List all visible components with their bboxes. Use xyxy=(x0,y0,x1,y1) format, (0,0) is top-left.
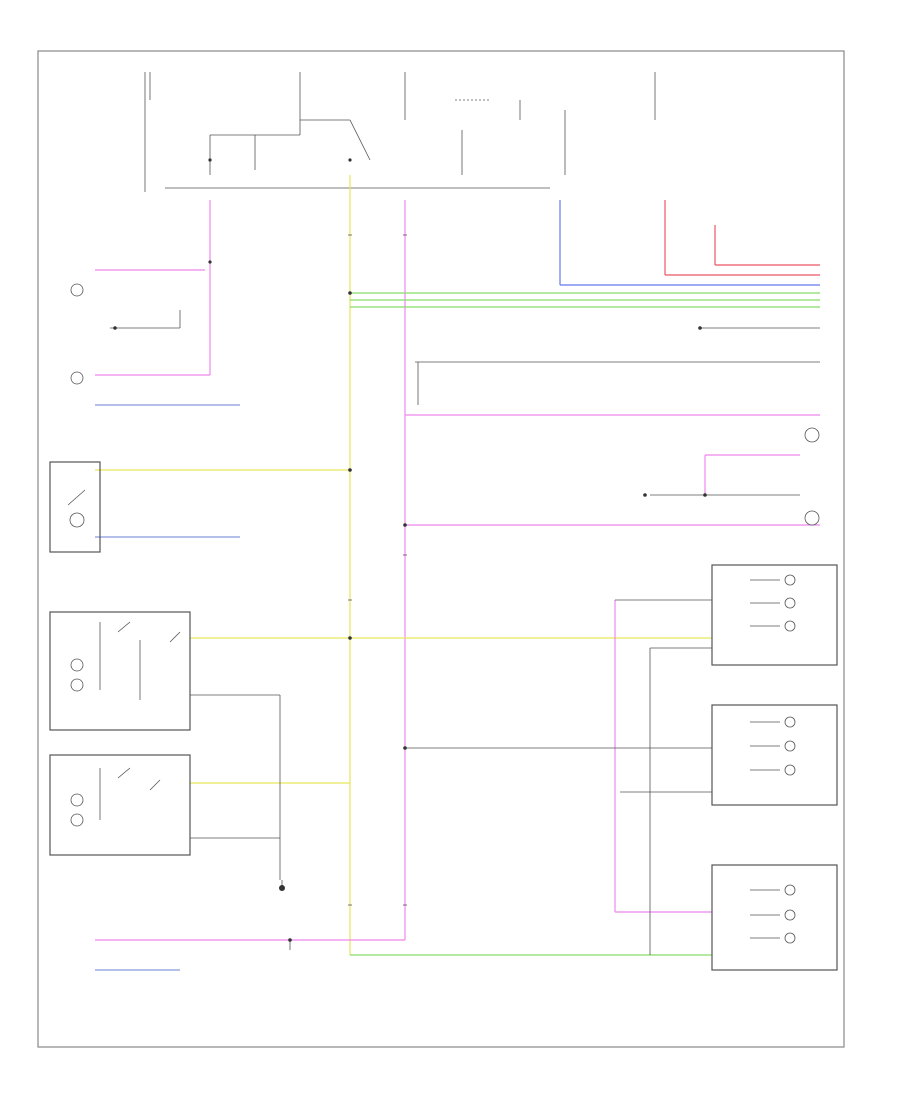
trunk-wires xyxy=(209,175,716,956)
connector-ticks xyxy=(348,234,407,906)
ground-wires xyxy=(110,310,820,955)
top-power-section xyxy=(144,72,656,192)
left-switch-panel xyxy=(49,283,191,856)
connector-dots xyxy=(113,260,707,942)
harness-wires xyxy=(95,264,820,971)
right-lamp-assemblies xyxy=(711,427,838,971)
diagram-border xyxy=(37,50,845,1048)
